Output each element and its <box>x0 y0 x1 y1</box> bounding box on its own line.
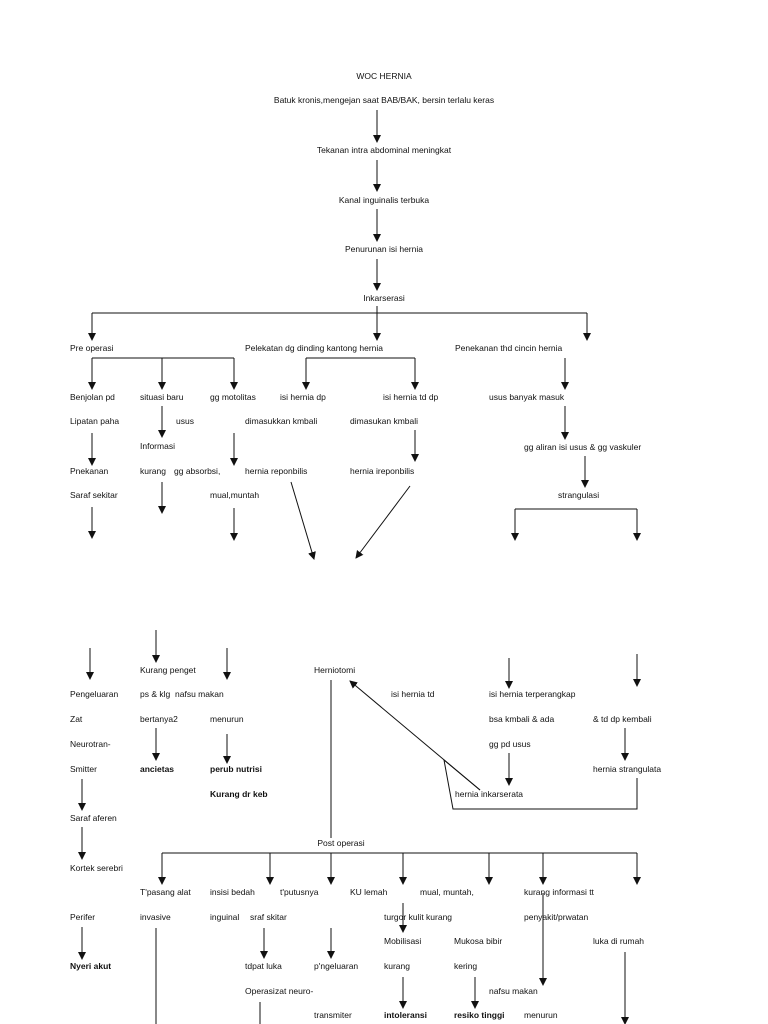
node-flow: gg aliran isi usus & gg vaskuler <box>524 442 642 452</box>
node-herniotomy: Herniotomi <box>314 665 356 675</box>
node-appetite-post-1: nafsu makan <box>489 986 538 996</box>
node-nausea-post: mual, muntah, <box>420 887 474 897</box>
node-appetite-2: menurun <box>210 714 244 724</box>
node-descent: Penurunan isi hernia <box>345 244 423 254</box>
node-cannot-return: & td dp kembali <box>593 714 652 724</box>
node-trapped-2: bsa kmbali & ada <box>489 714 555 724</box>
dx-high-risk: resiko tinggi <box>454 1010 505 1020</box>
node-mobility-1: Mobilisasi <box>384 936 422 946</box>
node-absorption: gg absorbsi, <box>174 466 221 476</box>
node-nerve-2: sraf skitar <box>250 912 287 922</box>
node-bowel: usus <box>176 416 194 426</box>
node-home: luka di rumah <box>593 936 645 946</box>
node-lump-2: Lipatan paha <box>70 416 120 426</box>
node-lacking: kurang <box>140 466 166 476</box>
node-mobility-2: kurang <box>384 961 410 971</box>
node-trapped-3: gg pd usus <box>489 739 531 749</box>
node-ring-pressure: Penekanan thd cincin hernia <box>455 343 563 353</box>
node-pressing-1: Pnekanan <box>70 466 109 476</box>
node-appetite-1: nafsu makan <box>175 689 224 699</box>
node-content-td: isi hernia td <box>391 689 435 699</box>
node-pressing-2: Saraf sekitar <box>70 490 118 500</box>
node-wound-1: tdpat luka <box>245 961 282 971</box>
dx-acute-pain: Nyeri akut <box>70 961 112 971</box>
node-incarceration: Inkarserasi <box>363 293 405 303</box>
node-adhesion: Pelekatan dg dinding kantong hernia <box>245 343 383 353</box>
node-pain-6: Kortek serebri <box>70 863 123 873</box>
node-pain-5: Saraf aferen <box>70 813 117 823</box>
node-reducible-1: isi hernia dp <box>280 392 326 402</box>
node-pre-op: Pre operasi <box>70 343 114 353</box>
node-neuro-2: zat neuro- <box>275 986 314 996</box>
node-information: Informasi <box>140 441 175 451</box>
node-much-bowel: usus banyak masuk <box>489 392 565 402</box>
node-new-situation: situasi baru <box>140 392 184 402</box>
node-irreducible-3: hernia ireponbilis <box>350 466 415 476</box>
node-reducible-3: hernia reponbilis <box>245 466 308 476</box>
node-turgor: turgor kulit kurang <box>384 912 453 922</box>
node-reducible-2: dimasukkan kmbali <box>245 416 318 426</box>
node-pain-7: Perifer <box>70 912 96 922</box>
dx-intolerance: intoleransi <box>384 1010 427 1020</box>
node-nerve-1: t'putusnya <box>280 887 319 897</box>
node-neuro-1: p'ngeluaran <box>314 961 359 971</box>
node-lips-1: Mukosa bibir <box>454 936 503 946</box>
node-irreducible-2: dimasukan kmbali <box>350 416 419 426</box>
node-nausea: mual,muntah <box>210 490 260 500</box>
diagram-title: WOC HERNIA <box>356 71 412 81</box>
node-canal: Kanal inguinalis terbuka <box>338 195 430 205</box>
node-knowledge-1: Kurang penget <box>140 665 196 675</box>
node-neuro-3: transmiter <box>314 1010 352 1020</box>
node-pain-1: Pengeluaran <box>70 689 119 699</box>
node-cause: Batuk kronis,mengejan saat BAB/BAK, bers… <box>273 95 495 105</box>
arrow-to-herniotomi <box>349 680 481 791</box>
node-appetite-post-2: menurun <box>524 1010 558 1020</box>
node-knowledge-2: ps & klg <box>140 689 171 699</box>
node-pain-4: Smitter <box>70 764 97 774</box>
node-irreducible-1: isi hernia td dp <box>383 392 439 402</box>
node-incision-2: inguinal <box>210 912 240 922</box>
node-device-1: T'pasang alat <box>140 887 191 897</box>
node-motility: gg motolitas <box>210 392 256 402</box>
node-lips-2: kering <box>454 961 478 971</box>
node-wound-2: Operasi <box>245 986 275 996</box>
node-strangulated: hernia strangulata <box>593 764 662 774</box>
node-pain-2: Zat <box>70 714 83 724</box>
dx-nutrition-2: Kurang dr keb <box>210 789 268 799</box>
node-pressure: Tekanan intra abdominal meningkat <box>316 145 452 155</box>
node-ku: KU lemah <box>350 887 388 897</box>
dx-anxiety: ancietas <box>140 764 175 774</box>
node-incision-1: insisi bedah <box>210 887 255 897</box>
dx-nutrition-1: perub nutrisi <box>210 764 262 774</box>
node-trapped-1: isi hernia terperangkap <box>489 689 576 699</box>
node-pain-3: Neurotran- <box>70 739 111 749</box>
node-info-2: penyakit/prwatan <box>524 912 589 922</box>
node-info-1: kurang informasi tt <box>524 887 594 897</box>
node-lump-1: Benjolan pd <box>70 392 115 402</box>
node-knowledge-3: bertanya2 <box>140 714 178 724</box>
node-device-2: invasive <box>140 912 171 922</box>
node-incarcerated: hernia inkarserata <box>455 789 524 799</box>
node-post-op: Post operasi <box>317 838 365 848</box>
node-strangulation: strangulasi <box>558 490 600 500</box>
